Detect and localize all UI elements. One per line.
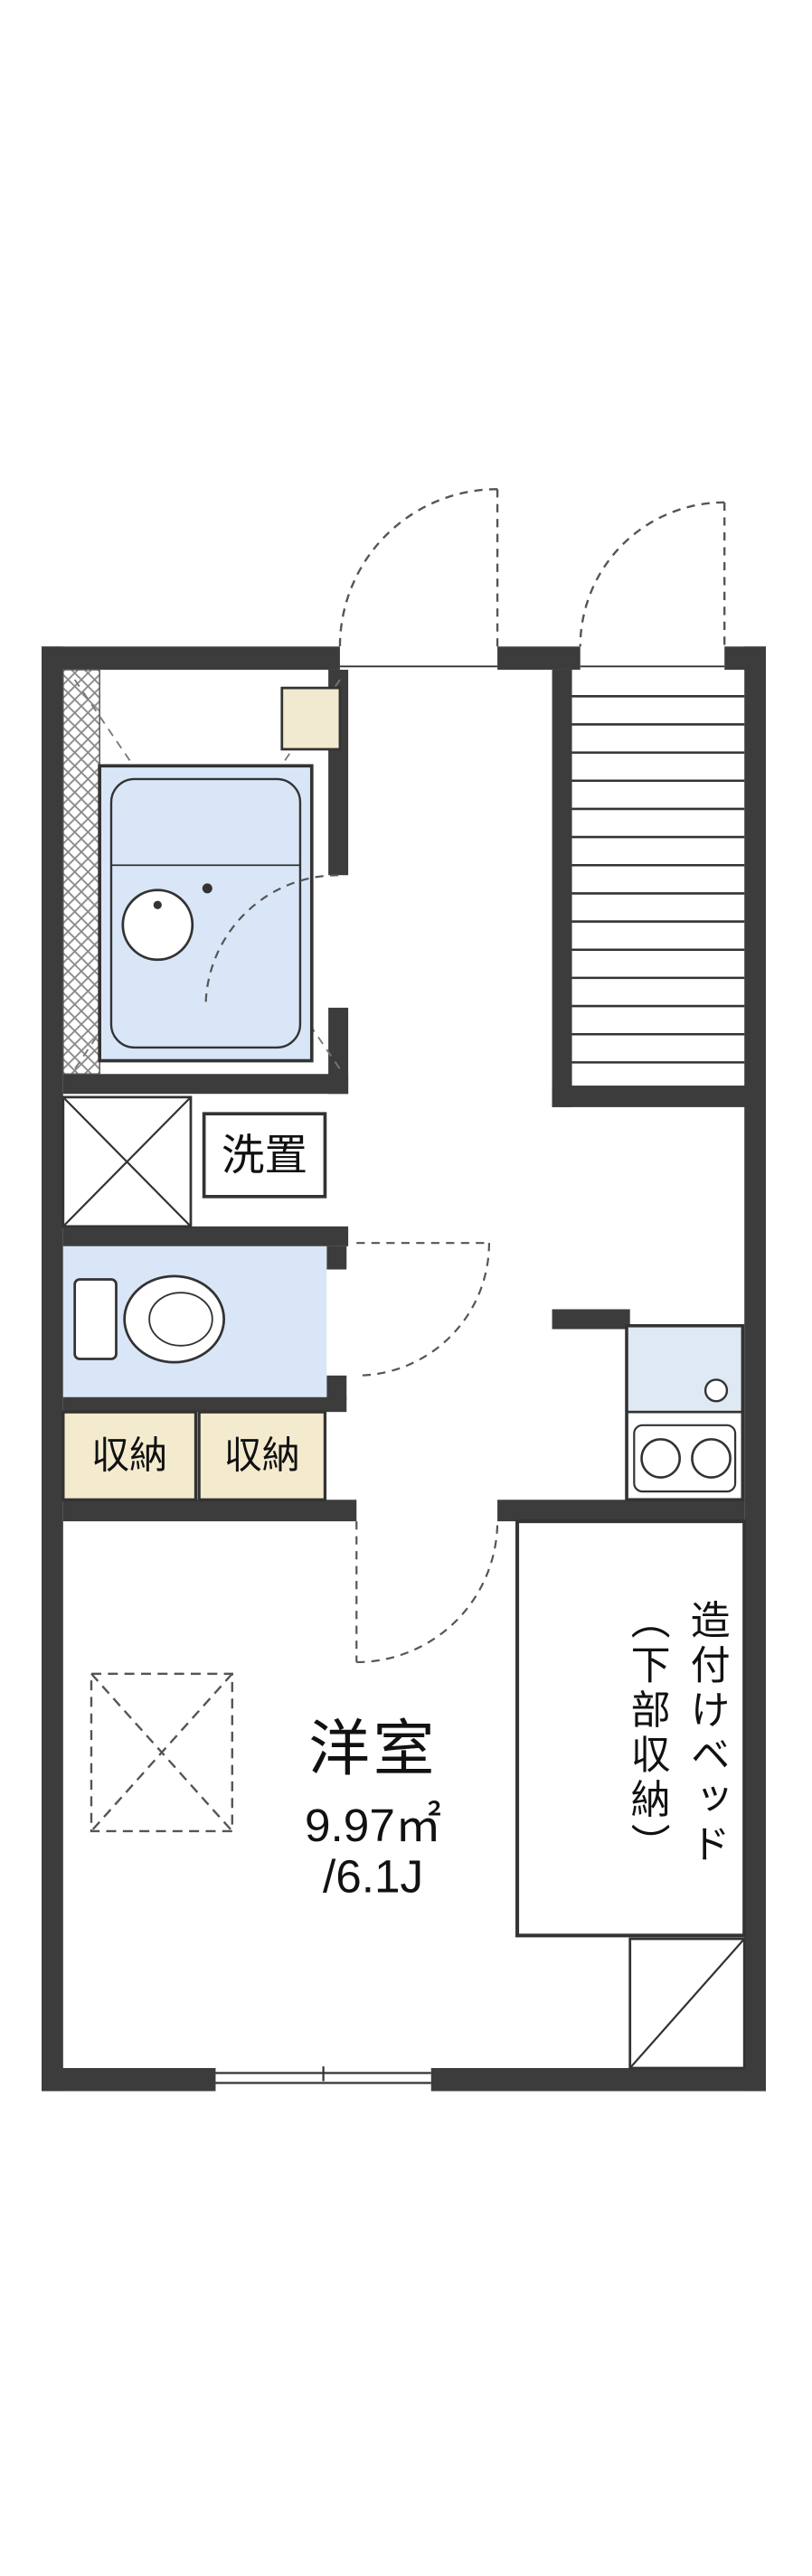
wall-stairs-left — [552, 669, 572, 1107]
pipe-space-hatch — [62, 669, 100, 1075]
stove-burner-icon — [691, 1438, 732, 1479]
bed-label-line2: （下部収納） — [623, 1599, 668, 1868]
toilet-room — [62, 1246, 327, 1397]
bed-step-diagonal — [628, 1938, 746, 2069]
dashed-furniture-outline — [90, 1672, 233, 1833]
wall-bathroom-right — [328, 1007, 349, 1095]
wall — [62, 1226, 349, 1246]
door-swing-arc-icon — [356, 1243, 491, 1377]
storage-right-box — [197, 1410, 327, 1501]
walls — [42, 646, 767, 2092]
floorplan-drawing — [42, 487, 767, 2092]
storage-left-box — [61, 1410, 198, 1501]
main-room-door-swing — [355, 1521, 499, 1664]
stove-burner-icon — [640, 1438, 681, 1479]
water-heater-box — [280, 686, 342, 751]
bathroom — [62, 669, 342, 1075]
wall-toilet-right — [326, 1375, 347, 1401]
wall-kitchen-stub — [552, 1309, 630, 1330]
main-room-name: 洋室 — [308, 1715, 439, 1783]
main-room-area-m2: 9.97㎡ — [304, 1800, 442, 1851]
wall-top — [497, 646, 581, 670]
wall-bottom — [430, 2068, 767, 2092]
door-swing-arc-icon — [356, 1521, 499, 1664]
storage-boxes — [61, 1410, 327, 1501]
toilet-tank — [73, 1278, 118, 1360]
wall-top — [724, 646, 767, 670]
pipe-space-box — [61, 1095, 193, 1228]
washing-machine-space-box — [202, 1112, 327, 1199]
bathroom-door-swing-arc-icon — [204, 874, 339, 1008]
bathtub-inner — [109, 777, 302, 1049]
wall-stairs-bottom — [552, 1086, 767, 1107]
main-room-area-tatami: /6.1J — [322, 1850, 424, 1903]
built-in-bed-label: 造付けベッド （下部収納） — [599, 1535, 734, 1932]
floorplan: 洗置 収納 収納 洋室 9.97㎡ /6.1J 造付けベッド （下部収納） — [42, 481, 767, 2092]
bed-outline — [515, 1519, 747, 1938]
stairs-icon — [571, 695, 745, 1064]
bed-label-line1: 造付けベッド — [683, 1599, 728, 1868]
entrance-door-swing-arcs — [338, 487, 726, 647]
wash-basin-faucet-dot — [153, 900, 162, 909]
wall-top — [42, 646, 340, 670]
built-in-bed — [515, 1519, 747, 2070]
wall-right — [744, 646, 767, 2092]
bathtub-drain-dot — [202, 883, 212, 894]
sink-drain-dot — [703, 1378, 729, 1403]
toilet-icon — [123, 1274, 226, 1364]
wash-basin-icon — [121, 888, 194, 962]
wall-bottom — [42, 2068, 216, 2092]
wall-toilet-right — [326, 1246, 347, 1270]
storage-right-label: 収納 — [223, 1433, 300, 1477]
hall-door-swing — [356, 1242, 491, 1377]
storage-left-label: 収納 — [90, 1433, 168, 1477]
window-icon — [215, 2066, 431, 2084]
wall-toilet-bottom — [62, 1396, 347, 1413]
wall-left — [42, 646, 63, 2092]
wall-room-top — [62, 1500, 357, 1522]
wall-bathroom-bottom — [62, 1074, 349, 1095]
washer-space-label: 洗置 — [221, 1130, 308, 1180]
kitchen-unit — [625, 1323, 745, 1502]
door-swing-arc-icon — [579, 501, 725, 647]
door-swing-arc-icon — [338, 487, 498, 647]
stove-top — [633, 1424, 737, 1493]
toilet-bowl-inner — [148, 1292, 213, 1347]
wall-room-top — [497, 1500, 745, 1522]
